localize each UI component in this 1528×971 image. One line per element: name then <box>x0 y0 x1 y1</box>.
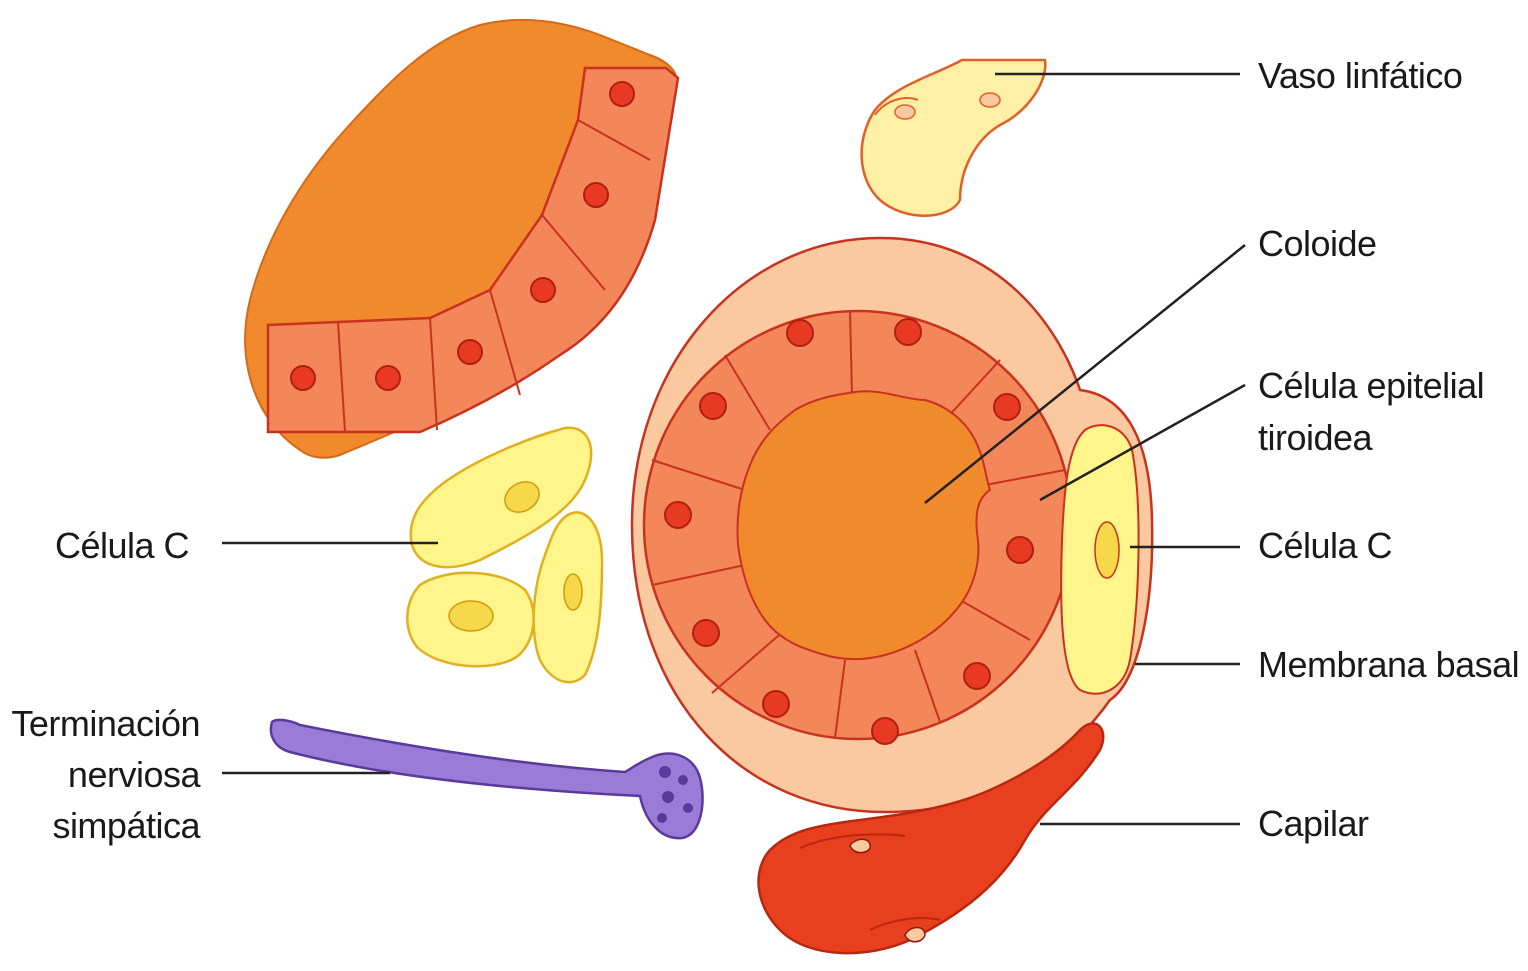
nucleus <box>610 82 634 106</box>
c-cells-cluster <box>407 428 602 682</box>
nucleus <box>665 502 691 528</box>
nucleus <box>964 663 990 689</box>
nucleus <box>531 278 555 302</box>
main-follicle <box>632 238 1152 812</box>
partial-follicle-upper-left <box>245 20 678 458</box>
nucleus <box>584 183 608 207</box>
label-terminacion-line3: simpática <box>52 808 200 844</box>
sympathetic-nerve-ending <box>271 720 703 838</box>
nucleus <box>700 393 726 419</box>
nucleus <box>763 691 789 717</box>
nucleus <box>376 366 400 390</box>
label-celula-epitelial-line2: tiroidea <box>1258 420 1372 456</box>
label-coloide: Coloide <box>1258 226 1377 262</box>
label-terminacion-line2: nerviosa <box>68 757 200 793</box>
nucleus <box>1007 537 1033 563</box>
label-celula-epitelial-line1: Célula epitelial <box>1258 368 1484 404</box>
label-celula-c-right: Célula C <box>1258 528 1392 564</box>
nucleus <box>895 319 921 345</box>
label-celula-c-left: Célula C <box>55 528 189 564</box>
nucleus <box>787 320 813 346</box>
nucleus <box>994 394 1020 420</box>
lymphatic-vessel <box>862 60 1046 216</box>
nucleus <box>872 718 898 744</box>
label-membrana-basal: Membrana basal <box>1258 647 1519 683</box>
label-terminacion-line1: Terminación <box>11 706 200 742</box>
label-capilar: Capilar <box>1258 806 1369 842</box>
nucleus <box>693 620 719 646</box>
nucleus <box>458 340 482 364</box>
label-vaso-linfatico: Vaso linfático <box>1258 58 1462 94</box>
nucleus <box>291 366 315 390</box>
